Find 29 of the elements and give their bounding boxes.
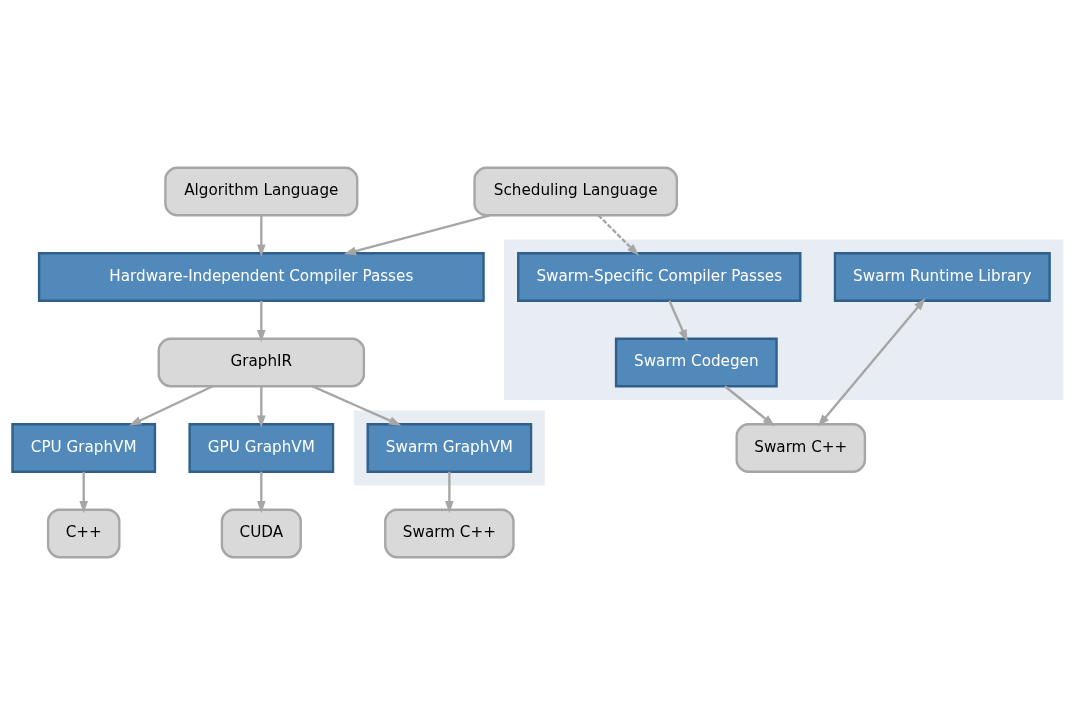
arrow bbox=[257, 300, 266, 343]
node-box: C++ bbox=[46, 508, 121, 559]
arrow bbox=[128, 385, 214, 426]
node-box: Swarm Codegen bbox=[614, 337, 778, 388]
arrow bbox=[257, 215, 266, 257]
node-box: Swarm GraphVM bbox=[366, 423, 533, 473]
node-box: Swarm C++ bbox=[735, 423, 867, 473]
arrow bbox=[257, 471, 266, 514]
node-box: Swarm-Specific Compiler Passes bbox=[517, 252, 802, 302]
node-box: Algorithm Language bbox=[164, 166, 359, 217]
arrow bbox=[724, 385, 776, 427]
node-box: Swarm Runtime Library bbox=[833, 252, 1051, 302]
arrow bbox=[257, 386, 266, 428]
arrow bbox=[445, 471, 454, 514]
arrow bbox=[817, 298, 926, 427]
cluster bbox=[353, 410, 545, 486]
cluster bbox=[504, 239, 1064, 400]
node-box: CUDA bbox=[220, 508, 302, 559]
arrow bbox=[312, 385, 402, 426]
node-box: Swarm C++ bbox=[384, 508, 515, 559]
arrow bbox=[343, 214, 491, 256]
node-box: Scheduling Language bbox=[473, 166, 679, 217]
node-box: GraphIR bbox=[157, 337, 366, 388]
arrow bbox=[668, 300, 688, 343]
node-box: GPU GraphVM bbox=[188, 423, 335, 473]
node-box: Hardware-Independent Compiler Passes bbox=[37, 252, 485, 302]
arrow bbox=[597, 214, 639, 256]
arrow bbox=[79, 471, 89, 514]
node-box: CPU GraphVM bbox=[11, 423, 157, 473]
